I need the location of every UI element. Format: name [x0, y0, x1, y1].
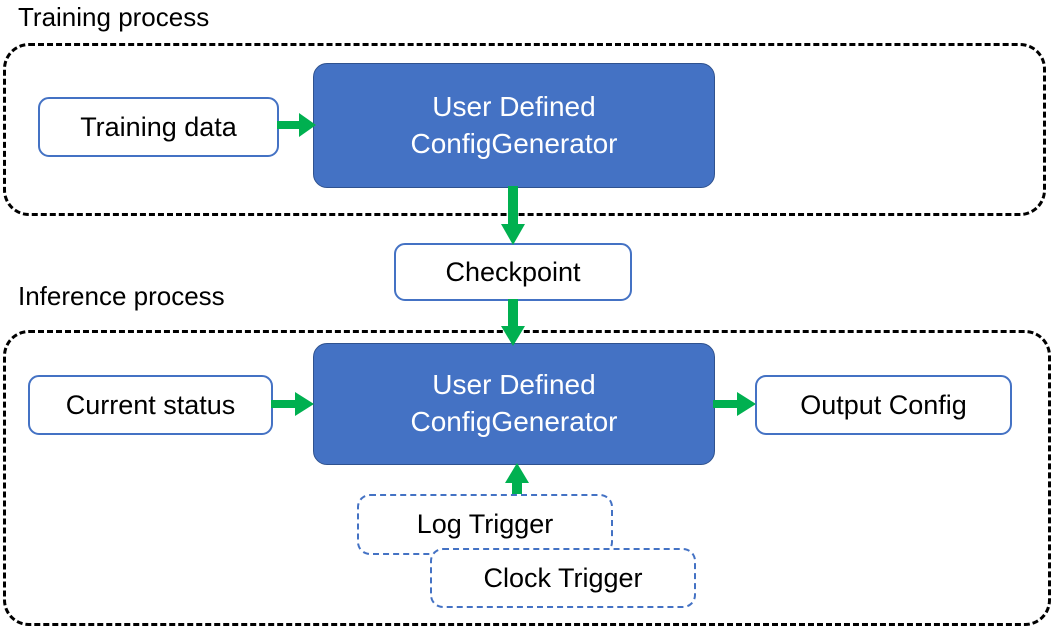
log-trigger-box[interactable]: Log Trigger [357, 494, 613, 555]
user-defined-config-generator-training[interactable]: User Defined ConfigGenerator [313, 63, 715, 188]
current-status-box[interactable]: Current status [28, 375, 273, 435]
training-process-container [3, 43, 1046, 216]
arrow-current-status-to-generator [271, 390, 315, 418]
clock-trigger-label: Clock Trigger [483, 562, 643, 593]
arrow-triggers-to-generator [504, 463, 530, 503]
inference-process-title: Inference process [18, 281, 225, 311]
training-process-title: Training process [18, 2, 210, 32]
output-config-box[interactable]: Output Config [755, 375, 1012, 435]
inference-process-container [3, 330, 1051, 626]
checkpoint-label: Checkpoint [445, 256, 581, 287]
output-config-label: Output Config [800, 389, 967, 420]
arrow-generator-to-checkpoint [500, 186, 526, 246]
arrow-generator-to-output-config [713, 390, 757, 418]
user-defined-config-generator-inference[interactable]: User Defined ConfigGenerator [313, 343, 715, 465]
training-data-box[interactable]: Training data [38, 97, 279, 157]
generator-label-line1: User Defined [432, 369, 596, 401]
log-trigger-label: Log Trigger [416, 509, 554, 539]
clock-trigger-box[interactable]: Clock Trigger [430, 548, 696, 608]
generator-label-line2: ConfigGenerator [410, 406, 618, 437]
current-status-label: Current status [65, 389, 236, 420]
generator-label-line2: ConfigGenerator [410, 127, 618, 159]
arrow-checkpoint-to-inference-generator [500, 299, 526, 347]
training-data-label: Training data [80, 111, 237, 142]
checkpoint-box[interactable]: Checkpoint [394, 243, 632, 301]
arrow-training-data-to-generator [277, 112, 317, 138]
generator-label-line1: User Defined [432, 90, 596, 122]
